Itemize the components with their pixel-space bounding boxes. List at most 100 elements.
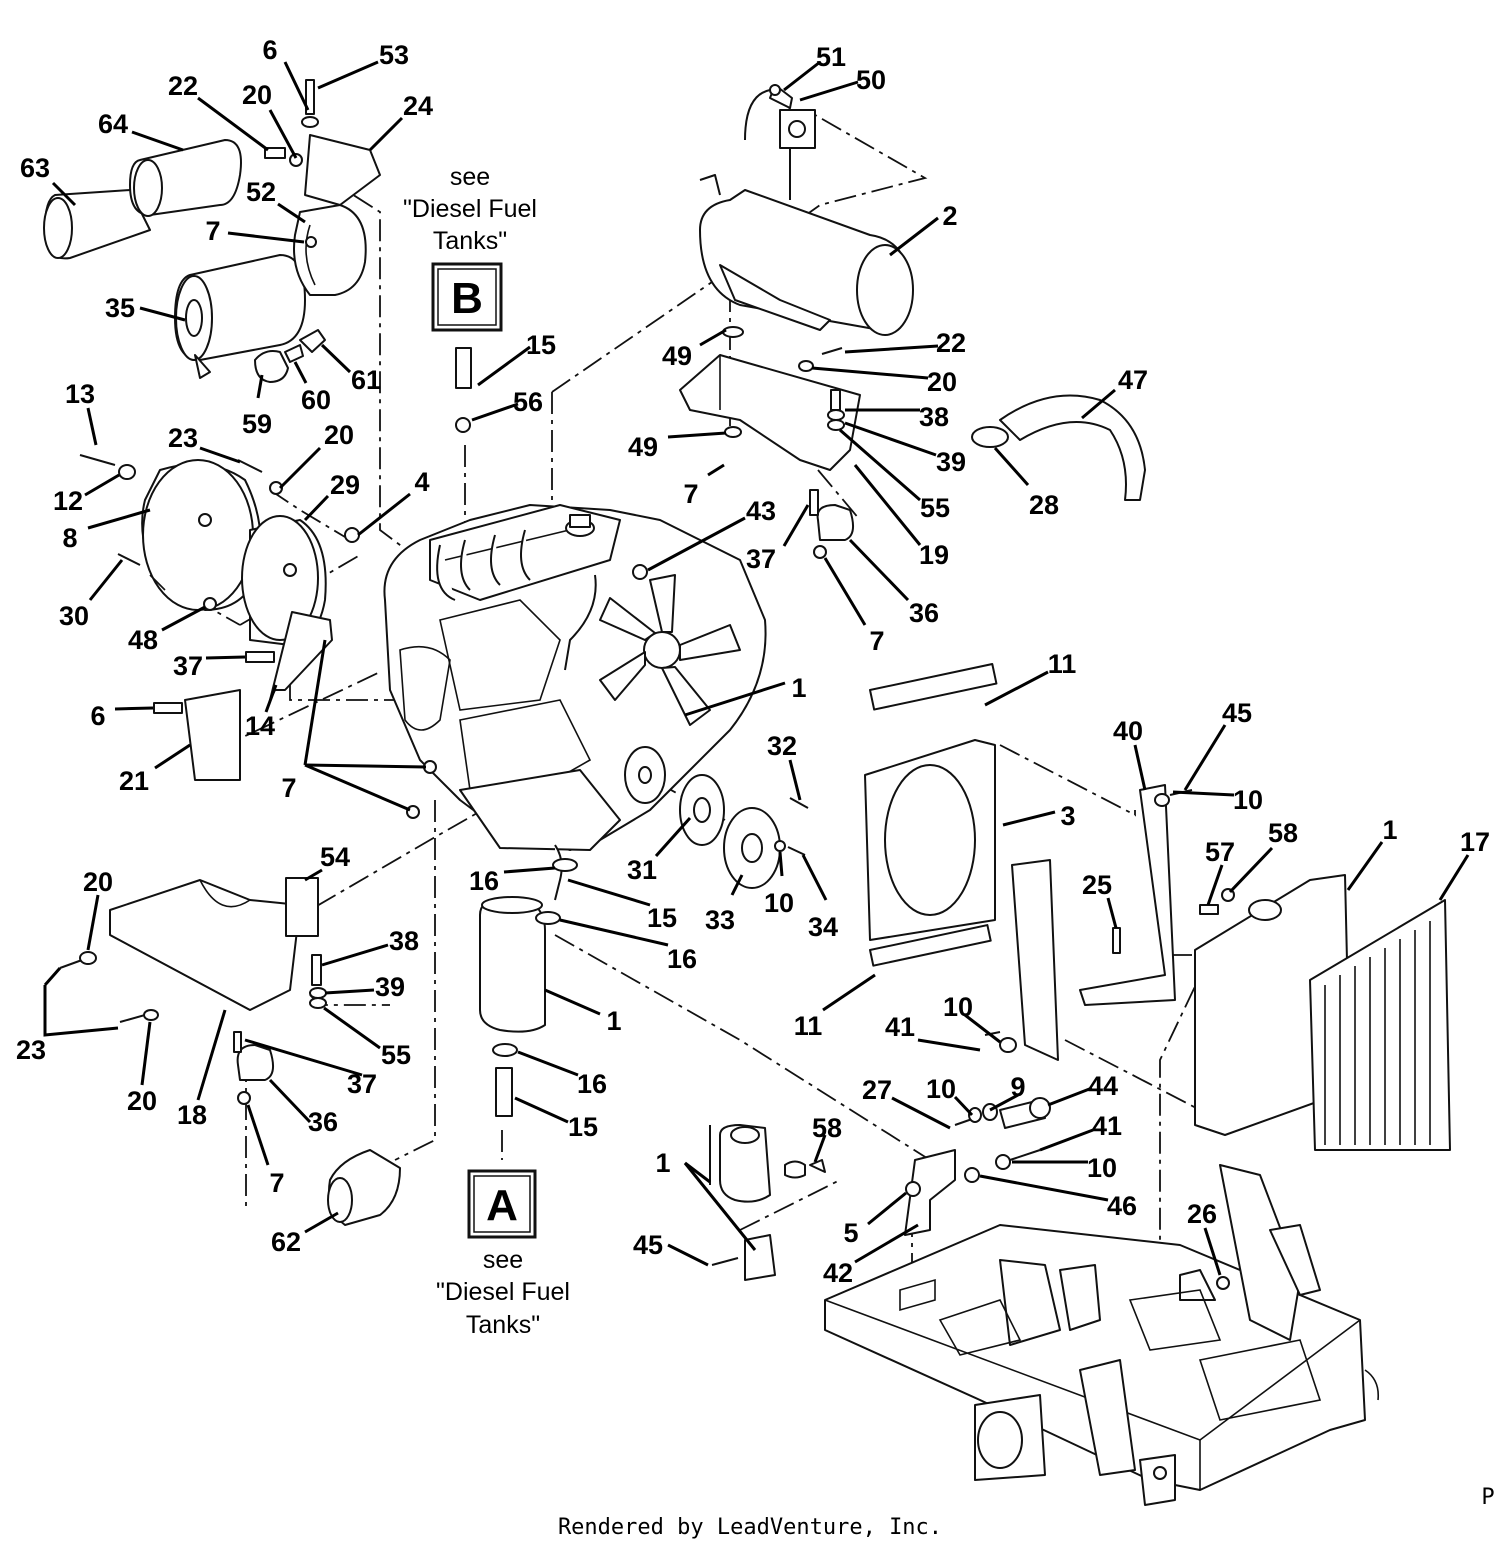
callout-10: 10 <box>1233 785 1263 815</box>
callout-35: 35 <box>105 293 135 323</box>
lower-mount-group <box>59 877 401 1226</box>
note-a-box <box>467 1169 537 1239</box>
callout-17: 17 <box>1460 827 1490 857</box>
callout-20: 20 <box>324 420 354 450</box>
housing-group <box>79 454 360 781</box>
callout-20: 20 <box>83 867 113 897</box>
callout-1: 1 <box>606 1006 621 1036</box>
callout-33: 33 <box>705 905 735 935</box>
callout-1: 1 <box>791 673 806 703</box>
callout-37: 37 <box>173 651 203 681</box>
callout-20: 20 <box>242 80 272 110</box>
callout-62: 62 <box>271 1227 301 1257</box>
callout-32: 32 <box>767 731 797 761</box>
callout-15: 15 <box>568 1112 598 1142</box>
callout-57: 57 <box>1205 837 1235 867</box>
note-b-line2: Tanks" <box>433 227 507 255</box>
callout-53: 53 <box>379 40 409 70</box>
callout-58: 58 <box>1268 818 1298 848</box>
callout-1: 1 <box>655 1148 670 1178</box>
callout-7: 7 <box>683 479 698 509</box>
callout-44: 44 <box>1088 1071 1118 1101</box>
callout-41: 41 <box>885 1012 915 1042</box>
callout-8: 8 <box>62 523 77 553</box>
callout-20: 20 <box>127 1086 157 1116</box>
callout-61: 61 <box>351 365 381 395</box>
callout-55: 55 <box>920 493 950 523</box>
callout-18: 18 <box>177 1100 207 1130</box>
callout-16: 16 <box>469 866 499 896</box>
callout-11: 11 <box>794 1011 823 1041</box>
callout-37: 37 <box>347 1069 377 1099</box>
callout-45: 45 <box>1222 698 1252 728</box>
callout-41: 41 <box>1092 1111 1122 1141</box>
note-b: see "Diesel Fuel Tanks" B <box>403 163 537 332</box>
callout-43: 43 <box>746 496 776 526</box>
callout-34: 34 <box>808 912 838 942</box>
note-b-letter: B <box>451 274 483 323</box>
callout-28: 28 <box>1029 490 1059 520</box>
muffler-group <box>679 84 1146 559</box>
callout-49: 49 <box>662 341 692 371</box>
leader-lines <box>43 60 1470 1276</box>
note-b-line1: "Diesel Fuel <box>403 195 537 223</box>
callout-6: 6 <box>262 35 277 65</box>
callout-40: 40 <box>1113 716 1143 746</box>
footer-credit: Rendered by LeadVenture, Inc. <box>558 1515 942 1540</box>
callout-63: 63 <box>20 153 50 183</box>
callout-45: 45 <box>633 1230 663 1260</box>
callout-37: 37 <box>746 544 776 574</box>
callout-58: 58 <box>812 1113 842 1143</box>
callout-50: 50 <box>856 65 886 95</box>
note-a-letter: A <box>486 1181 518 1230</box>
callout-12: 12 <box>53 486 83 516</box>
callout-39: 39 <box>375 972 405 1002</box>
overflow-group <box>709 1031 1051 1281</box>
callout-22: 22 <box>168 71 198 101</box>
callout-10: 10 <box>1087 1153 1117 1183</box>
callout-38: 38 <box>389 926 419 956</box>
note-a: A see "Diesel Fuel Tanks" <box>436 1169 570 1339</box>
callout-56: 56 <box>513 387 543 417</box>
callout-1: 1 <box>1382 815 1397 845</box>
callout-54: 54 <box>320 842 350 872</box>
callout-3: 3 <box>1060 801 1075 831</box>
callout-27: 27 <box>862 1075 892 1105</box>
note-a-line2: Tanks" <box>466 1311 540 1339</box>
callout-23: 23 <box>16 1035 46 1065</box>
callout-64: 64 <box>98 109 128 139</box>
engine-block <box>383 504 767 851</box>
callout-20: 20 <box>927 367 957 397</box>
callout-23: 23 <box>168 423 198 453</box>
callout-31: 31 <box>627 855 657 885</box>
callout-10: 10 <box>764 888 794 918</box>
callout-42: 42 <box>823 1258 853 1288</box>
note-a-line1: "Diesel Fuel <box>436 1278 570 1306</box>
callout-10: 10 <box>926 1074 956 1104</box>
callout-55: 55 <box>381 1040 411 1070</box>
corner-mark: P <box>1481 1485 1494 1510</box>
callout-4: 4 <box>414 467 429 497</box>
callout-7: 7 <box>281 773 296 803</box>
callout-7: 7 <box>269 1168 284 1198</box>
callout-13: 13 <box>65 379 95 409</box>
callout-38: 38 <box>919 402 949 432</box>
callout-60: 60 <box>301 385 331 415</box>
note-b-box <box>431 262 503 332</box>
callout-59: 59 <box>242 409 272 439</box>
callout-7: 7 <box>205 216 220 246</box>
callout-24: 24 <box>403 91 433 121</box>
callout-22: 22 <box>936 328 966 358</box>
fan <box>599 574 741 726</box>
callout-16: 16 <box>577 1069 607 1099</box>
callout-14: 14 <box>245 711 275 741</box>
callout-7: 7 <box>869 626 884 656</box>
callout-36: 36 <box>909 598 939 628</box>
air-cleaner-group <box>43 79 381 383</box>
callout-15: 15 <box>526 330 556 360</box>
callout-49: 49 <box>628 432 658 462</box>
callout-51: 51 <box>816 42 846 72</box>
note-b-see: see <box>450 163 490 191</box>
callout-11: 11 <box>1048 649 1077 679</box>
